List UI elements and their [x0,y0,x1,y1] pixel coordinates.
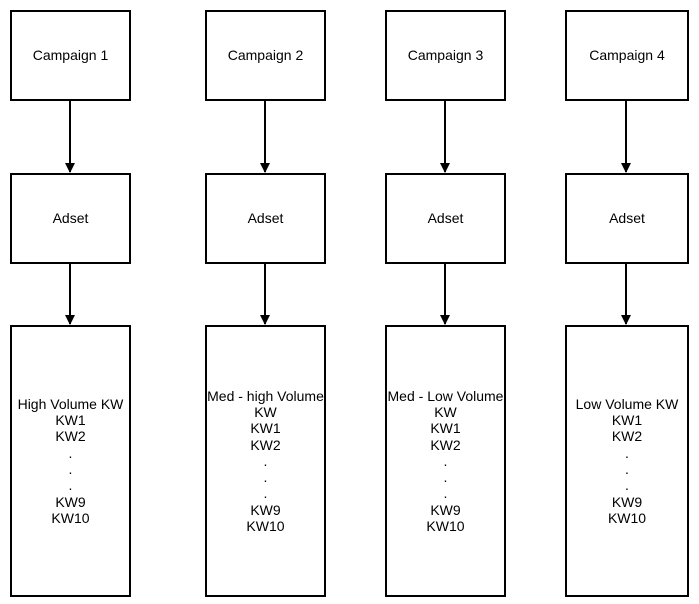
campaign-2-box: Campaign 2 [205,10,326,101]
keyword-item: KW2 [55,428,86,445]
keyword-item: KW9 [611,493,643,510]
keyword-list-4: Low Volume KW KW1 KW2 . . . KW9 KW10 [576,396,679,526]
keywords-4-box: Low Volume KW KW1 KW2 . . . KW9 KW10 [565,325,689,597]
campaign-1-label: Campaign 1 [32,47,109,64]
keyword-item: KW9 [430,501,461,518]
campaign-3-box: Campaign 3 [385,10,506,101]
keyword-item: KW2 [430,436,461,453]
keyword-item: KW10 [426,518,465,535]
campaign-1-box: Campaign 1 [10,10,131,101]
adset-4-label: Adset [609,210,645,227]
adset-4-box: Adset [565,173,689,264]
adset-2-box: Adset [205,173,326,264]
keyword-heading-cont: KW [254,403,277,420]
keyword-heading: Med - Low Volume [387,387,504,404]
keywords-3-box: Med - Low Volume KW KW1 KW2 . . . KW9 KW… [385,325,506,597]
campaign-4-box: Campaign 4 [565,10,689,101]
keyword-list-3: Med - Low Volume KW KW1 KW2 . . . KW9 KW… [388,388,504,535]
ellipsis-dot: . [625,461,629,477]
keyword-item: KW10 [607,509,647,526]
adset-1-label: Adset [52,210,89,227]
ellipsis-dot: . [68,461,73,477]
keyword-heading: Low Volume KW [575,395,679,412]
campaign-4-label: Campaign 4 [589,47,665,64]
adset-3-label: Adset [427,210,464,227]
ellipsis-dot: . [625,477,629,494]
keyword-list-2: Med - high Volume KW KW1 KW2 . . . KW9 K… [207,388,324,535]
ellipsis-dot: . [263,452,268,469]
ellipsis-dot: . [263,469,268,486]
keyword-item: KW9 [250,501,281,518]
keyword-item: KW2 [611,428,643,445]
keyword-item: KW1 [611,412,643,429]
keyword-item: KW1 [55,412,86,429]
campaign-3-label: Campaign 3 [407,47,484,64]
adset-3-box: Adset [385,173,506,264]
keyword-heading: High Volume KW [17,395,124,412]
adset-1-box: Adset [10,173,131,264]
ellipsis-dot: . [443,485,448,502]
ellipsis-dot: . [68,477,73,494]
keyword-item: KW1 [250,420,281,437]
adset-2-label: Adset [247,210,284,227]
keywords-2-box: Med - high Volume KW KW1 KW2 . . . KW9 K… [205,325,326,597]
keyword-heading: Med - high Volume [207,387,324,404]
keyword-item: KW1 [430,420,461,437]
ellipsis-dot: . [443,469,448,486]
keyword-list-1: High Volume KW KW1 KW2 . . . KW9 KW10 [18,396,124,526]
keyword-item: KW9 [55,493,86,510]
keyword-item: KW10 [246,518,285,535]
keyword-heading-cont: KW [434,403,457,420]
keyword-item: KW2 [250,436,281,453]
keyword-item: KW10 [51,509,90,526]
ellipsis-dot: . [625,444,629,461]
ellipsis-dot: . [263,485,268,502]
keywords-1-box: High Volume KW KW1 KW2 . . . KW9 KW10 [10,325,131,597]
campaign-2-label: Campaign 2 [227,47,304,64]
ellipsis-dot: . [68,444,73,461]
ellipsis-dot: . [443,452,448,469]
